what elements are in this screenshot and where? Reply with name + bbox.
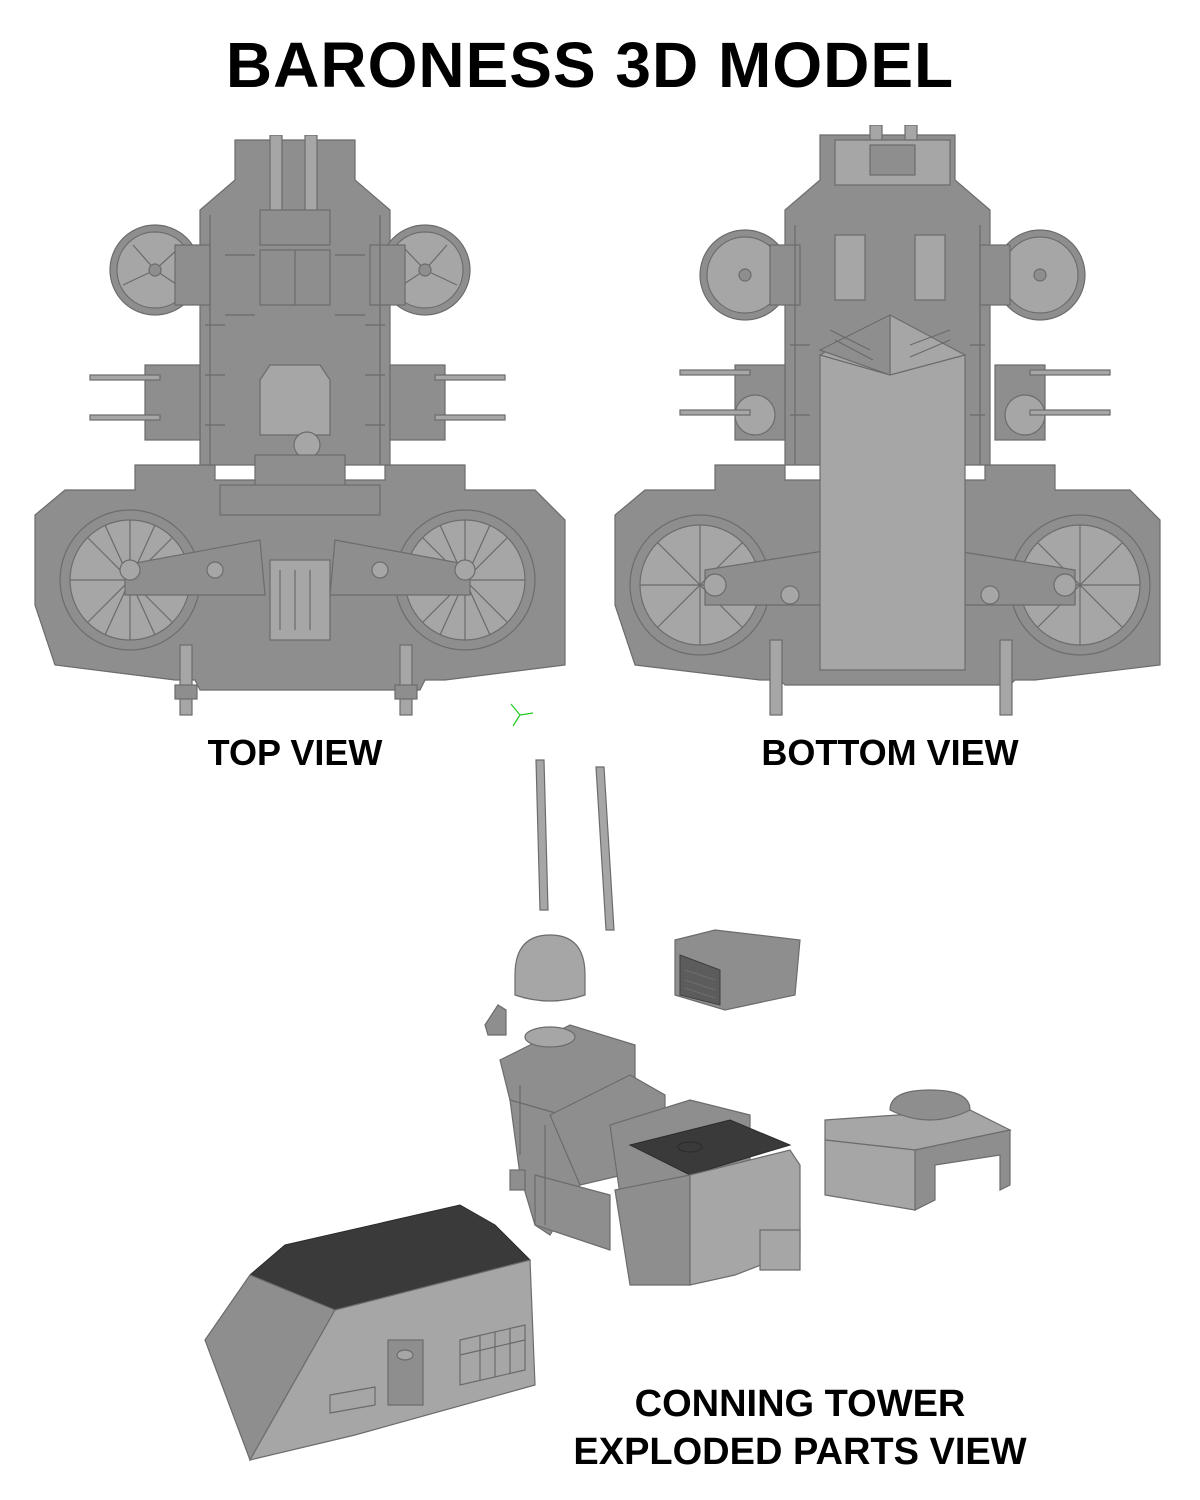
exploded-parts-model <box>204 759 1012 1462</box>
turret-ring-base-part <box>824 1089 1012 1211</box>
bottom-view-hull <box>614 125 1161 716</box>
bottom-view-label: BOTTOM VIEW <box>761 732 1019 773</box>
exploded-view-label: CONNING TOWER EXPLODED PARTS VIEW <box>530 1380 1070 1476</box>
top-view-hull <box>34 135 566 716</box>
exploded-label-line2: EXPLODED PARTS VIEW <box>573 1431 1027 1473</box>
page-title: BARONESS 3D MODEL <box>225 29 955 101</box>
exploded-label-line1: CONNING TOWER <box>634 1383 966 1425</box>
radar-dome <box>514 934 586 1002</box>
top-view-model <box>34 135 566 716</box>
top-view-label: TOP VIEW <box>207 732 383 773</box>
bottom-view-model <box>614 125 1161 716</box>
antenna-rods <box>535 759 615 931</box>
axis-triad-icon <box>510 703 534 727</box>
hull-block-part <box>204 1204 536 1462</box>
small-bracket-part <box>484 1004 507 1036</box>
open-box-part <box>674 929 801 1011</box>
central-tower-assembly <box>499 1024 801 1286</box>
